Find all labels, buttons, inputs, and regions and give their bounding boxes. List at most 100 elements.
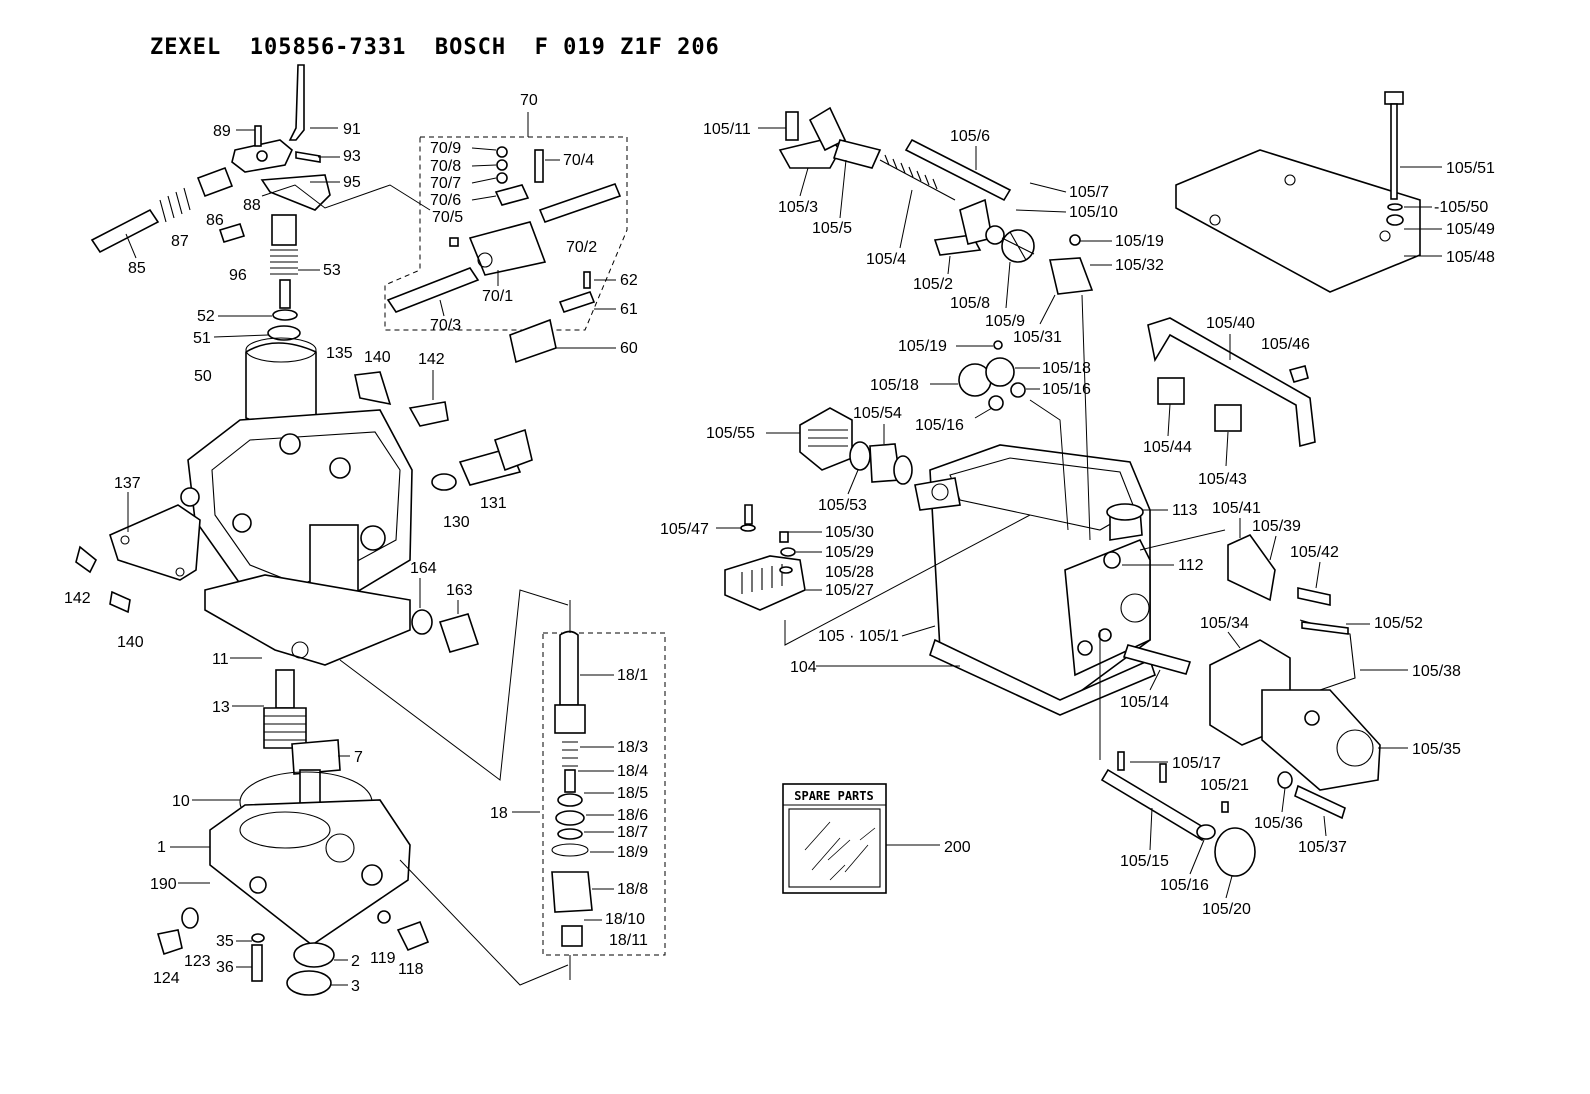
part-label: 93 [343, 148, 361, 165]
part-label: 130 [443, 514, 470, 531]
part-label: 105/40 [1206, 315, 1255, 332]
part-label: 53 [323, 262, 341, 279]
part-label: 105/42 [1290, 544, 1339, 561]
part-label: 91 [343, 121, 361, 138]
part-label: 61 [620, 301, 638, 318]
part-label: 85 [128, 260, 146, 277]
part-label: 10 [172, 793, 190, 810]
part-label: 11 [212, 651, 229, 668]
part-label: 142 [64, 590, 91, 607]
left-governor-assembly [75, 64, 569, 996]
part-label: 105/18 [870, 377, 919, 394]
part-label: 140 [117, 634, 144, 651]
part-label: 18/6 [617, 807, 648, 824]
part-label: 89 [213, 123, 231, 140]
part-label: 60 [620, 340, 638, 357]
part-label: 105/19 [898, 338, 947, 355]
part-label: 105/9 [985, 313, 1025, 330]
part-label: 36 [216, 959, 234, 976]
part-label: 112 [1178, 557, 1204, 574]
part-label: 105/29 [825, 544, 874, 561]
part-label: 18/4 [617, 763, 648, 780]
part-label: 190 [150, 876, 177, 893]
part-label: 105/34 [1200, 615, 1249, 632]
part-label: 18/1 [617, 667, 648, 684]
part-label: 105/51 [1446, 160, 1495, 177]
part-label: 105/11 [703, 121, 751, 138]
part-label: 105/27 [825, 582, 874, 599]
part-label: 135 [326, 345, 353, 362]
part-label: 7 [354, 749, 363, 766]
part-label: 105/21 [1200, 777, 1249, 794]
part-label: 105/4 [866, 251, 906, 268]
part-label: 62 [620, 272, 638, 289]
part-label: 105/19 [1115, 233, 1164, 250]
part-label: 113 [1172, 502, 1198, 519]
part-label: 35 [216, 933, 234, 950]
group-70-box [384, 136, 628, 364]
part-label: 131 [480, 495, 507, 512]
part-label: 105/15 [1120, 853, 1169, 870]
group-18-box [542, 600, 666, 980]
part-label: 70/2 [566, 239, 597, 256]
part-label: 1 [157, 839, 166, 856]
part-label: 18/10 [605, 911, 645, 928]
part-label: 105/18 [1042, 360, 1091, 377]
part-label: 164 [410, 560, 437, 577]
part-label: 105/16 [1042, 381, 1091, 398]
part-label: 86 [206, 212, 224, 229]
part-label: 105/8 [950, 295, 990, 312]
part-label: 105/55 [706, 425, 755, 442]
part-label: 87 [171, 233, 189, 250]
part-label: 18/9 [617, 844, 648, 861]
part-label: 105/38 [1412, 663, 1461, 680]
right-timer-assembly [724, 91, 1421, 877]
part-label: 70/4 [563, 152, 594, 169]
part-label: 3 [351, 978, 360, 995]
part-label: 105/16 [1160, 877, 1209, 894]
part-label: 105/5 [812, 220, 852, 237]
part-label: 105/49 [1446, 221, 1495, 238]
part-label: 104 [790, 659, 817, 676]
part-label: 105/20 [1202, 901, 1251, 918]
part-label: 70/1 [482, 288, 513, 305]
part-label: 124 [153, 970, 180, 987]
part-label: 95 [343, 174, 361, 191]
part-label: 105/3 [778, 199, 818, 216]
part-label: 200 [944, 839, 971, 856]
part-label: 105/28 [825, 564, 874, 581]
part-label: 105/37 [1298, 839, 1347, 856]
part-label: 18/8 [617, 881, 648, 898]
part-label: 119 [370, 950, 396, 967]
part-label: 18/5 [617, 785, 648, 802]
part-label: 105/17 [1172, 755, 1221, 772]
part-label: 105/16 [915, 417, 964, 434]
part-label: 18 [490, 805, 508, 822]
part-label: 18/7 [617, 824, 648, 841]
part-label: 52 [197, 308, 215, 325]
part-label: 13 [212, 699, 230, 716]
part-label: 105/39 [1252, 518, 1301, 535]
part-label: 142 [418, 351, 445, 368]
part-label: 2 [351, 953, 360, 970]
spare-parts-box: SPARE PARTS [782, 783, 940, 894]
part-label: 18/3 [617, 739, 648, 756]
part-label: 70/7 [430, 175, 461, 192]
part-label: 105/44 [1143, 439, 1192, 456]
part-label: 51 [193, 330, 211, 347]
part-label: 105/54 [853, 405, 902, 422]
part-label: 70/6 [430, 192, 461, 209]
part-label: 105/30 [825, 524, 874, 541]
part-label: 70 [520, 92, 538, 109]
part-labels: 91 89 93 95 88 86 87 85 96 53 52 51 50 1… [64, 92, 1495, 995]
part-label: 105/41 [1212, 500, 1261, 517]
part-label: -105/50 [1434, 199, 1488, 216]
part-label: 105/43 [1198, 471, 1247, 488]
diagram-title: ZEXEL 105856-7331 BOSCH F 019 Z1F 206 [150, 35, 720, 60]
part-label: 105/35 [1412, 741, 1461, 758]
part-label: 88 [243, 197, 261, 214]
part-label: 105/31 [1013, 329, 1062, 346]
part-label: 105/32 [1115, 257, 1164, 274]
part-label: 105/7 [1069, 184, 1109, 201]
